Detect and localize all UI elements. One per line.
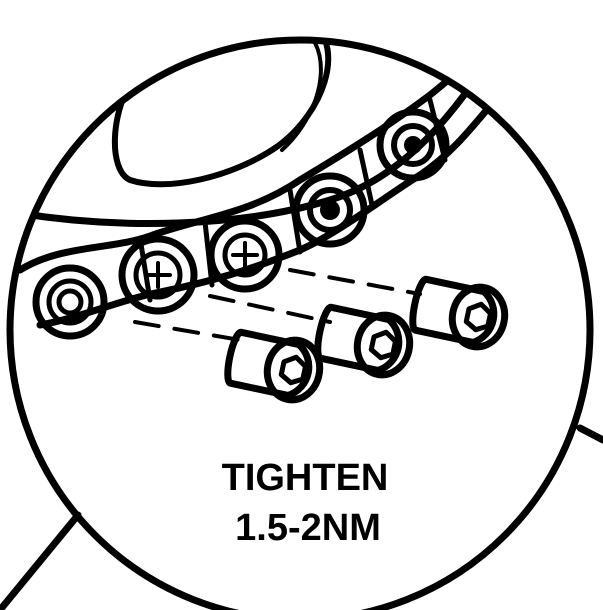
chain (16, 40, 510, 340)
chain-roller (292, 172, 368, 248)
torque-value-label: 1.5-2NM (235, 507, 381, 549)
chain-roller (376, 108, 450, 182)
magnifier-outline (6, 36, 594, 610)
magnified-detail: TIGHTEN 1.5-2NM (10, 40, 510, 549)
alignment-guides (133, 268, 422, 342)
chain-roller (118, 235, 198, 315)
hex-socket-bolt-icon (224, 328, 324, 404)
leader-lines (0, 424, 603, 610)
hex-socket-bolt-icon (314, 303, 414, 379)
tighten-label: TIGHTEN (222, 457, 389, 499)
chain-roller (32, 264, 108, 340)
chain-roller (207, 217, 283, 293)
hex-socket-bolt-icon (409, 275, 509, 351)
